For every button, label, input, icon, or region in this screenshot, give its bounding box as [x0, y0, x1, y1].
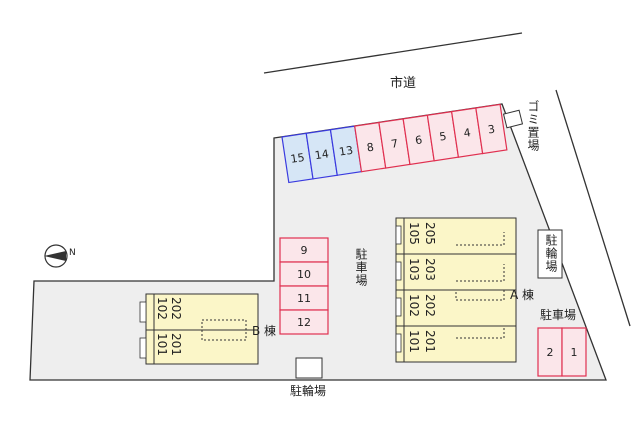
garbage-station	[502, 109, 524, 129]
road-line-right	[555, 89, 631, 327]
building-b-label: B 棟	[252, 324, 277, 338]
parking-space-13-number: 13	[338, 144, 354, 159]
bike-parking-bottom	[295, 357, 323, 379]
unit-a-r3-left: 102	[407, 294, 421, 317]
unit-a-r2-right: 203	[423, 258, 437, 281]
parking-space-15-number: 15	[290, 151, 306, 166]
unit-a-r1-left: 105	[407, 222, 421, 245]
parking-space-3	[475, 103, 508, 155]
road-label: 市道	[390, 76, 417, 91]
unit-a-r3-right: 202	[423, 294, 437, 317]
parking-space-12-number: 12	[297, 316, 311, 329]
road-line-top	[263, 32, 523, 74]
parking-space-10-number: 10	[297, 268, 311, 281]
parking-space-11	[279, 285, 329, 311]
parking-space-1-number: 1	[571, 346, 578, 359]
parking-space-11-number: 11	[297, 292, 311, 305]
building-a-label: A 棟	[510, 288, 535, 302]
unit-b-2-top: 201	[169, 333, 183, 356]
north-arrow-icon	[44, 244, 68, 268]
parking-space-9	[279, 237, 329, 263]
parking-space-5-number: 5	[439, 130, 448, 144]
bike-parking-right-label: 駐輪場	[544, 234, 558, 273]
parking-space-3-number: 3	[487, 123, 496, 137]
parking-space-7-number: 7	[390, 137, 399, 151]
middle-parking-group: 9 10 11 12	[279, 237, 329, 335]
bike-parking-bottom-label: 駐輪場	[290, 384, 327, 398]
building-a	[395, 217, 517, 363]
parking-space-6-number: 6	[414, 133, 423, 147]
unit-b-1-top: 202	[169, 297, 183, 320]
parking-space-2-number: 2	[547, 346, 554, 359]
parking-space-9-number: 9	[301, 244, 308, 257]
parking-label-center: 駐車場	[354, 248, 368, 287]
parking-space-1	[561, 327, 587, 377]
garbage-label: ゴミ置場	[526, 100, 540, 152]
north-label: N	[69, 248, 76, 258]
parking-space-14-number: 14	[314, 147, 330, 162]
parking-space-8-number: 8	[366, 141, 375, 155]
top-parking-group: 15 14 13 8 7 6 5 4 3	[281, 103, 508, 184]
unit-a-r4-left: 101	[407, 330, 421, 353]
parking-space-4-number: 4	[463, 126, 472, 140]
unit-a-r2-left: 103	[407, 258, 421, 281]
bike-parking-right	[537, 229, 563, 279]
unit-a-r4-right: 201	[423, 330, 437, 353]
unit-a-r1-right: 205	[423, 222, 437, 245]
parking-space-12	[279, 309, 329, 335]
unit-b-2-bottom: 101	[155, 333, 169, 356]
unit-b-1-bottom: 102	[155, 297, 169, 320]
building-b	[139, 293, 259, 365]
parking-label-right: 駐車場	[540, 308, 577, 322]
